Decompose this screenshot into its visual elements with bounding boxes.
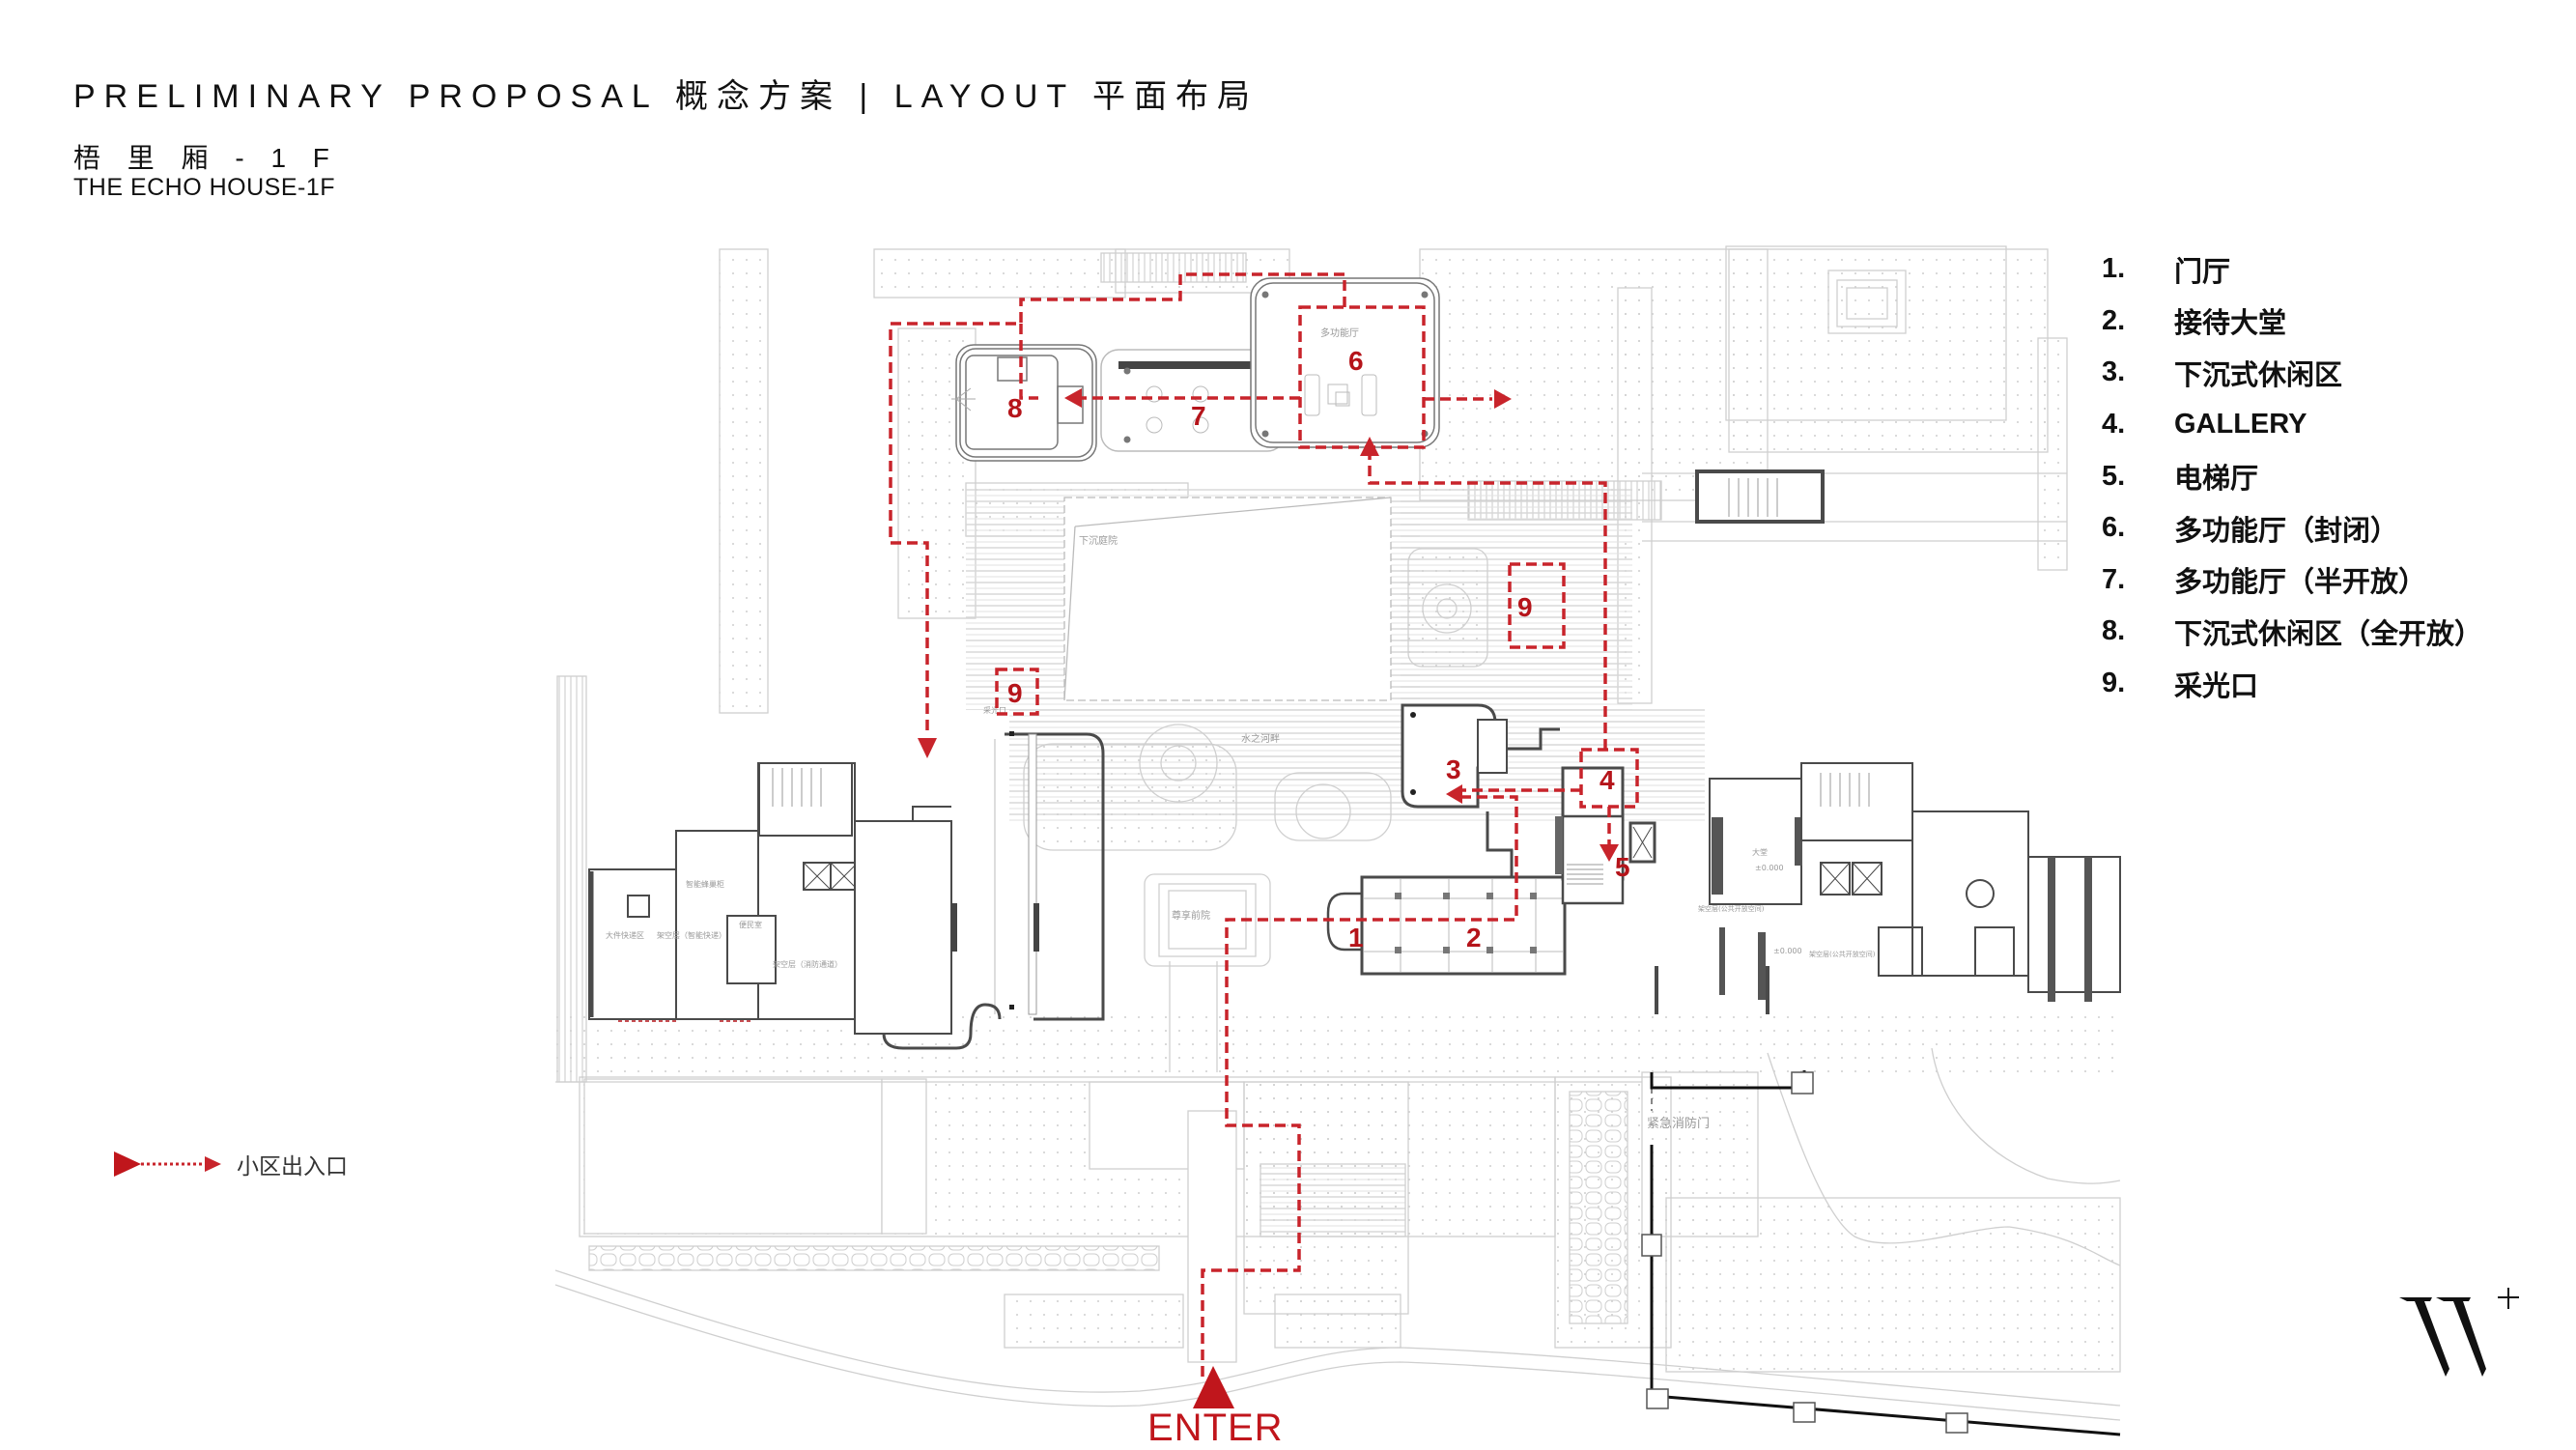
label-pilotis-public-b: 架空层(公共开放空间) — [1809, 950, 1876, 958]
legend-number: 4. — [2102, 409, 2126, 441]
route-legend: 小区出入口 — [112, 1148, 348, 1180]
legend-number: 5. — [2102, 460, 2126, 492]
legend-label: 电梯厅 — [2174, 464, 2259, 496]
legend-number: 3. — [2102, 356, 2126, 388]
area-markers: 1 2 3 4 5 6 7 8 9 9 — [1007, 346, 1630, 952]
label-express-area: 大件快递区 — [606, 930, 644, 940]
page-title: PRELIMINARY PROPOSAL 概念方案 | LAYOUT 平面布局 — [73, 78, 1260, 115]
project-name-cn: 梧 里 厢 - 1 F — [73, 143, 339, 173]
label-pilotis-public-a: 架空层(公共开放空间) — [1698, 904, 1765, 913]
legend-number: 2. — [2102, 304, 2126, 336]
label-sunken-court: 下沉庭院 — [1079, 534, 1118, 547]
entrance-route-icon — [114, 1151, 221, 1177]
label-level-b: ±0.000 — [1773, 947, 1802, 955]
route-arrowheads — [918, 388, 1619, 1408]
marker-box-9a — [995, 668, 1039, 716]
arrow-to-3 — [1446, 784, 1462, 804]
left-building — [588, 731, 1105, 1050]
arrow-to-5 — [1599, 844, 1619, 862]
label-multi-hall: 多功能厅 — [1320, 327, 1359, 339]
arrow-to-6-south — [1360, 437, 1379, 456]
center-building — [1326, 703, 1656, 976]
legend-label: 下沉式休闲区 — [2174, 359, 2343, 391]
label-emergency-door: 紧急消防门 — [1647, 1116, 1710, 1131]
brand-logo — [2399, 1288, 2519, 1377]
plan-labels: 多功能厅 下沉庭院 水之河畔 采光口 大件快递区 智能蜂巢柜 架空层（智能快递）… — [606, 327, 1876, 1131]
landscape-base — [554, 245, 2121, 1421]
label-service-room: 便民室 — [739, 920, 762, 929]
label-water-court: 水之河畔 — [1241, 732, 1280, 745]
legend-item: 6. 多功能厅（封闭） — [2102, 502, 2482, 554]
legend-number: 6. — [2102, 512, 2126, 544]
arrow-to-6-east — [1494, 389, 1512, 409]
legend-item: 4. GALLERY — [2102, 399, 2482, 451]
label-front-court: 尊享前院 — [1172, 909, 1210, 922]
project-name-en: THE ECHO HOUSE-1F — [73, 174, 336, 201]
route-legend-label: 小区出入口 — [237, 1153, 348, 1179]
marker-7: 7 — [1191, 401, 1206, 431]
arrow-to-8 — [1064, 388, 1082, 408]
enter-arrow-icon — [1193, 1366, 1234, 1408]
legend-label: 多功能厅（封闭） — [2174, 515, 2399, 547]
marker-8: 8 — [1007, 393, 1023, 423]
legend-item: 9. 采光口 — [2102, 658, 2482, 710]
legend-item: 1. 门厅 — [2102, 243, 2482, 296]
label-pilotis-express: 架空层（智能快递） — [657, 930, 726, 940]
circulation-routes — [889, 272, 1639, 1377]
legend-item: 7. 多功能厅（半开放） — [2102, 554, 2482, 607]
label-lobby: 大堂 — [1752, 847, 1768, 857]
legend-label: 采光口 — [2174, 670, 2259, 702]
legend-item: 2. 接待大堂 — [2102, 296, 2482, 348]
label-level-a: ±0.000 — [1755, 864, 1784, 872]
marker-6: 6 — [1348, 346, 1364, 376]
pavilion-cluster — [951, 277, 1440, 462]
legend-label: GALLERY — [2174, 409, 2307, 441]
legend-item: 3. 下沉式休闲区 — [2102, 347, 2482, 399]
marker-9a: 9 — [1007, 678, 1023, 708]
marker-2: 2 — [1466, 923, 1482, 952]
label-smart-locker: 智能蜂巢柜 — [686, 879, 724, 889]
legend-number: 1. — [2102, 253, 2126, 285]
legend-item: 5. 电梯厅 — [2102, 450, 2482, 502]
marker-9b: 9 — [1517, 592, 1533, 622]
legend-item: 8. 下沉式休闲区（全开放） — [2102, 606, 2482, 658]
legend-label: 下沉式休闲区（全开放） — [2174, 618, 2483, 650]
legend-number: 8. — [2102, 615, 2126, 647]
marker-box-9b — [1508, 562, 1566, 649]
area-legend: 1. 门厅 2. 接待大堂 3. 下沉式休闲区 4. GALLERY 5. 电梯厅 6. 多… — [2102, 243, 2482, 709]
marker-1: 1 — [1348, 923, 1364, 952]
marker-5: 5 — [1615, 852, 1630, 882]
boundary-wall — [1641, 1070, 2121, 1436]
legend-label: 门厅 — [2174, 256, 2231, 288]
label-pilotis-fire: 架空层（消防通道） — [773, 959, 842, 969]
legend-label: 多功能厅（半开放） — [2174, 567, 2427, 599]
marker-3: 3 — [1446, 754, 1461, 784]
marker-4: 4 — [1599, 765, 1615, 795]
legend-number: 7. — [2102, 563, 2126, 595]
arrow-left-down — [918, 738, 937, 758]
right-building — [1655, 762, 2121, 1014]
enter-label: ENTER — [1147, 1407, 1284, 1449]
legend-label: 接待大堂 — [2174, 308, 2287, 340]
route-entry — [1201, 795, 1518, 1377]
label-light-well: 采光口 — [983, 705, 1006, 715]
legend-number: 9. — [2102, 668, 2126, 699]
